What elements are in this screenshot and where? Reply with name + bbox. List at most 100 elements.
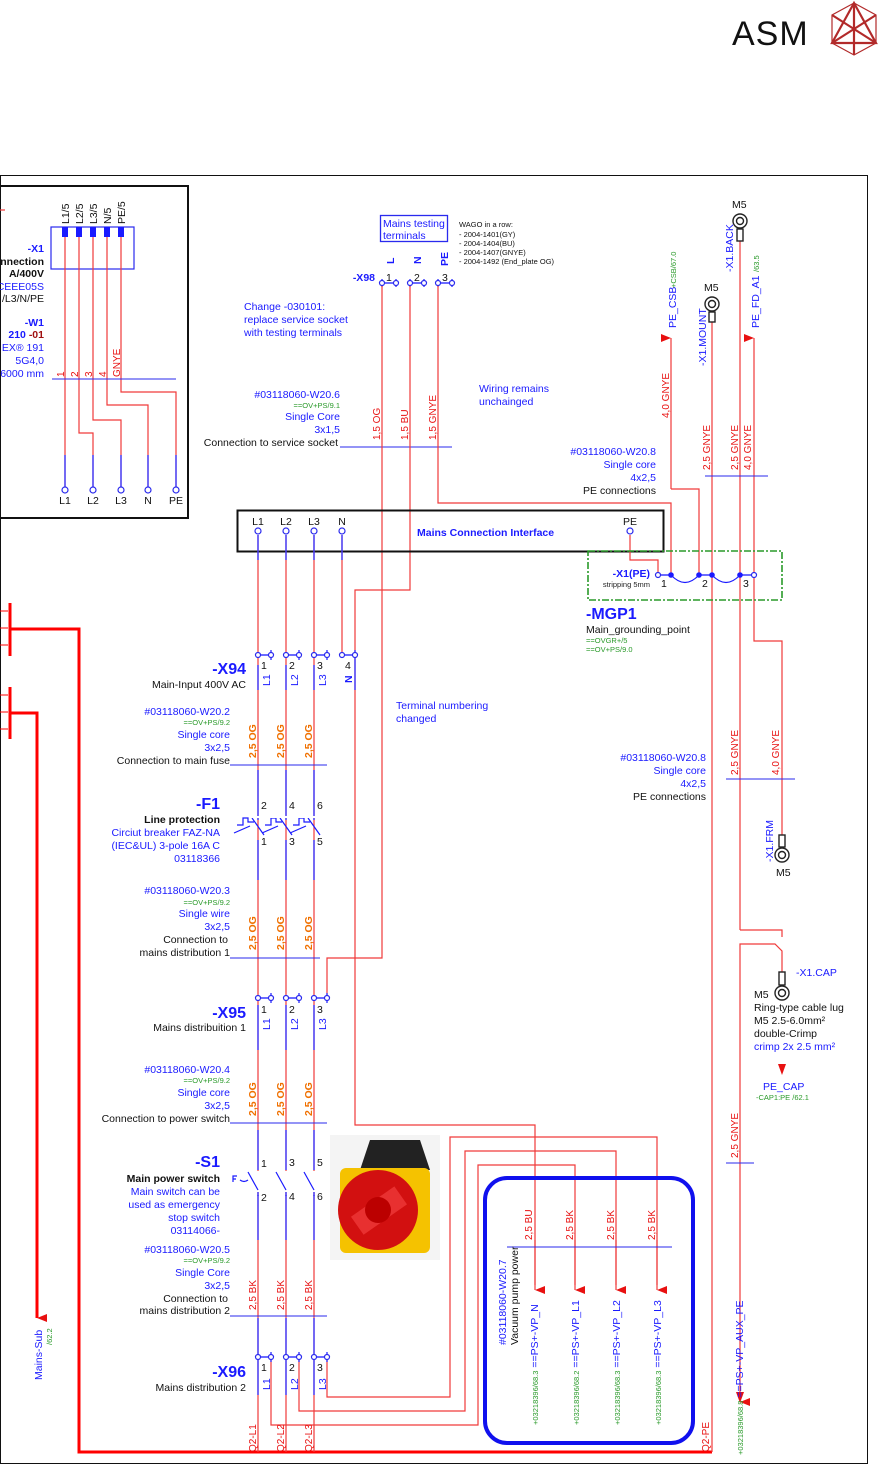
asm-logo: ASM <box>732 0 878 56</box>
pe-bottom-frm-label-label: -X1.FRM <box>764 820 776 862</box>
s1-tag-label: -S1 <box>195 1154 220 1171</box>
w20-6-desc-label: Connection to service socket <box>204 437 338 449</box>
w20-4-wires-1-label: 2,5 OG <box>275 1082 287 1116</box>
mgp-name-label: Main_grounding_point <box>586 624 690 636</box>
cable-w20-6: #03118060-W20.6 ==OV+PS/9.1 Single Core … <box>204 389 452 449</box>
x96-numbers-0-label: 1 <box>261 1362 267 1374</box>
cable-w20-5: #03118060-W20.5 ==OV+PS/9.2 Single Core … <box>140 1244 327 1317</box>
vacuum-targets-0-ref-label: +03218396/68.3 <box>531 1371 540 1425</box>
x94-numbers-2-label: 3 <box>317 660 323 672</box>
pe-bottom-pe-cap-ref-label: -CAP1:PE /62.1 <box>756 1093 809 1102</box>
q2-0-label: Q2-L1 <box>248 1424 259 1452</box>
terminal-note-2: changed <box>396 713 436 725</box>
w20-6-wires-1-label: 1,5 BU <box>400 409 411 440</box>
pe-bottom-cable-id-label: #03118060-W20.8 <box>620 752 706 764</box>
f1-lines-1-label: (IEC&UL) 3-pole 16A C <box>111 840 220 852</box>
w20-5-type-label: Single Core <box>175 1267 230 1279</box>
phase-wires <box>254 527 658 1452</box>
mains-sub-label: Mains-Sub <box>33 1330 45 1380</box>
x96-numbers-2-label: 3 <box>317 1362 323 1374</box>
x95-numbers-0-label: 1 <box>261 1004 267 1016</box>
pe-bottom-lug-size-label: M5 <box>776 867 791 879</box>
vacuum-targets-2-name-label: ==PS+-VP_L2 <box>611 1300 623 1368</box>
left-panel-core-numbers-0-label: 1 <box>56 371 67 377</box>
pe-bottom-lug-desc-0-label: Ring-type cable lug <box>754 1002 844 1014</box>
svg-text:210 -01: 210 -01 <box>8 329 44 341</box>
vacuum-id-label: #03118060-W20.7 <box>497 1259 509 1345</box>
x94-numbers-3-label: 4 <box>345 660 351 672</box>
s1-title-label: Main power switch <box>127 1173 220 1185</box>
f1-top-numbers-2-label: 6 <box>317 800 323 812</box>
arrow-down-icon <box>736 1392 744 1403</box>
x96-numbers-1-label: 2 <box>289 1362 295 1374</box>
pe-bottom-lug-desc-2-label: double-Crimp <box>754 1028 817 1040</box>
left-panel-core-numbers-2-label: 3 <box>84 371 95 377</box>
x95-numbers-1-label: 2 <box>289 1004 295 1016</box>
w20-2-ref-label: ==OV+PS/9.2 <box>184 718 231 727</box>
x96-desc-label: Mains distribution 2 <box>156 1382 247 1394</box>
pe-top-wires-1-label: 2,5 GNYE <box>702 425 713 470</box>
left-panel-core-numbers-4-label: GNYE <box>112 348 123 377</box>
x98-numbers-2-label: 3 <box>442 272 448 284</box>
breaker-symbol-icon <box>233 817 321 836</box>
w20-3-ref-label: ==OV+PS/9.2 <box>184 898 231 907</box>
svg-text:+03218396/68.8 ==PS+-VP_AUX_PE: +03218396/68.8 ==PS+-VP_AUX_PE <box>734 1300 746 1455</box>
w20-6-ref-label: ==OV+PS/9.1 <box>294 401 341 410</box>
pe-top-cable-type-label: Single core <box>603 459 656 471</box>
svg-text:+03218396/68.3 ==PS+-VP_N: +03218396/68.3 ==PS+-VP_N <box>529 1304 541 1425</box>
f1-bottom-numbers-2-label: 5 <box>317 836 323 848</box>
left-panel-x1-tag-label: -X1 <box>28 243 45 255</box>
x98-tag-label: -X98 <box>353 272 375 284</box>
w20-3-type-label: Single wire <box>179 908 231 920</box>
w20-5-desc-0-label: Connection to <box>163 1293 228 1305</box>
w20-6-size-label: 3x1,5 <box>314 424 340 436</box>
left-panel-w1-part-b-label: -01 <box>29 329 44 341</box>
pe-top-fd-ref-label: /63.5 <box>752 255 761 272</box>
left-panel-x1-lines-1-label: A/400V <box>9 268 44 280</box>
pe-top-cable-desc-label: PE connections <box>583 485 656 497</box>
x94-phases-3-label: N <box>343 675 355 683</box>
x94-numbers-0-label: 1 <box>261 660 267 672</box>
ring-lug-icon <box>704 296 720 323</box>
drawing-frame <box>0 175 868 1464</box>
s1-lines-3-label: 03114066- <box>171 1225 221 1237</box>
left-panel-x1-pins-1-label: L2/5 <box>74 203 86 224</box>
left-panel-core-numbers-3-label: 4 <box>98 371 109 377</box>
w20-5-wires-2-label: 2,5 BK <box>304 1280 315 1310</box>
s1-lines-0-label: Main switch can be <box>131 1186 220 1198</box>
x98-box-label-1-label: Mains testing <box>383 218 445 230</box>
x98-change-note-0-label: Change -030101: <box>244 301 325 313</box>
switch-symbol-icon <box>232 1171 315 1196</box>
pe-top-wires-2-label: 2,5 GNYE <box>730 425 741 470</box>
w20-4-wires-0-label: 2,5 OG <box>247 1082 259 1116</box>
main-switch-photo <box>330 1135 440 1260</box>
w20-5-wires-0-label: 2,5 BK <box>248 1280 259 1310</box>
w20-2-wires-2-label: 2,5 OG <box>303 724 315 758</box>
pe-bottom-wires-1-label: 4,0 GNYE <box>771 730 782 775</box>
x96-phases-2-label: L3 <box>317 1378 329 1390</box>
s1-top-numbers-1-label: 3 <box>289 1157 295 1169</box>
vacuum-targets-1-ref-label: +03218396/68.2 <box>572 1371 581 1425</box>
w20-3-wires-2-label: 2,5 OG <box>303 916 315 950</box>
x94-phases-0-label: L1 <box>261 674 273 686</box>
x95-phases-0-label: L1 <box>261 1018 273 1030</box>
left-panel-outputs-3-label: N <box>144 495 152 507</box>
w20-5-size-label: 3x2,5 <box>204 1280 230 1292</box>
vacuum-targets-2-ref-label: +03218396/68.3 <box>613 1371 622 1425</box>
x94-numbers-1-label: 2 <box>289 660 295 672</box>
mci-pins-0-label: L1 <box>252 516 264 528</box>
w20-5-id-label: #03118060-W20.5 <box>144 1244 230 1256</box>
svg-text:+03218396/68.3 ==PS+-VP_L3: +03218396/68.3 ==PS+-VP_L3 <box>652 1300 664 1425</box>
x98-numbers-1-label: 2 <box>414 272 420 284</box>
arrow-down-icon <box>778 1064 786 1075</box>
w20-4-size-label: 3x2,5 <box>204 1100 230 1112</box>
w20-3-desc-1-label: mains distribution 1 <box>140 947 231 959</box>
w20-4-desc-0-label: Connection to power switch <box>102 1113 231 1125</box>
mgp-numbers-2-label: 3 <box>743 578 749 590</box>
svg-text:+03218396/68.2 ==PS+-VP_L1: +03218396/68.2 ==PS+-VP_L1 <box>570 1300 582 1425</box>
w20-6-type-label: Single Core <box>285 411 340 423</box>
